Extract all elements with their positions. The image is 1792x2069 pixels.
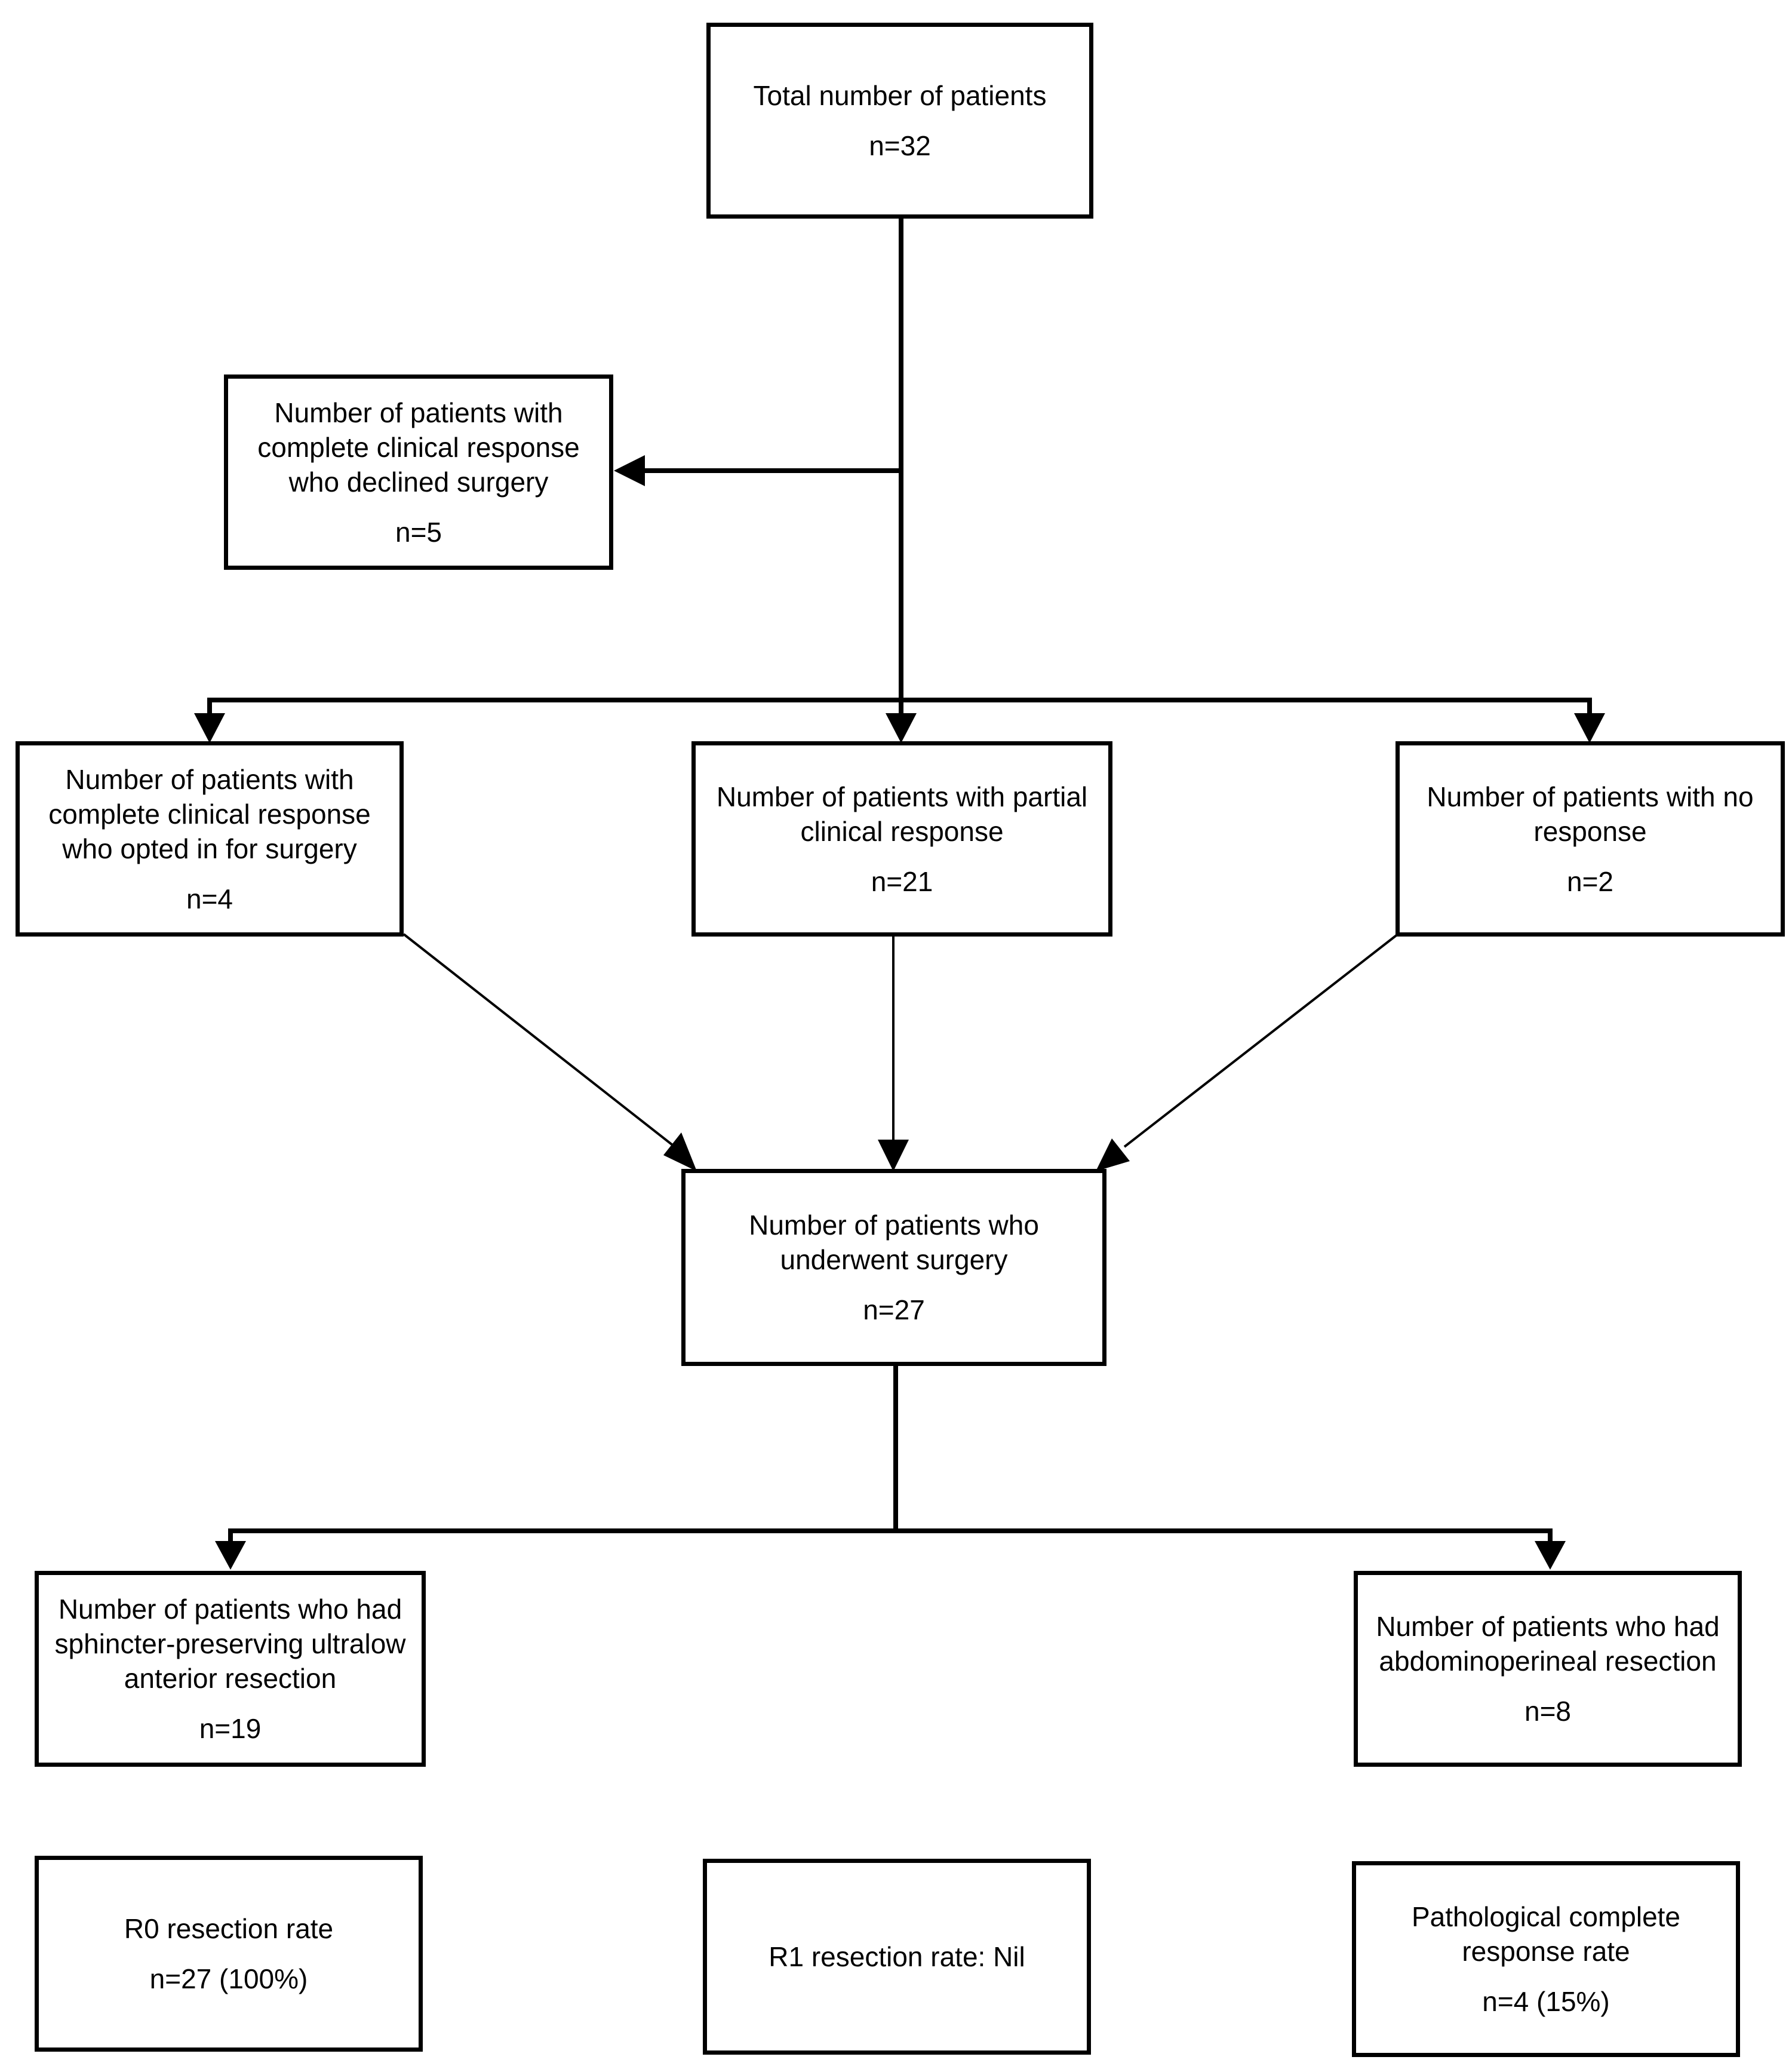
declined-surgery-label: Number of patients with complete clinica…: [257, 397, 580, 498]
abdominoperineal-resection-count: n=8: [1524, 1696, 1572, 1727]
pathological-response-count: n=4 (15%): [1482, 1986, 1610, 2017]
arrowhead-merge-opted: [663, 1132, 697, 1171]
opted-in-surgery-count: n=4: [186, 883, 233, 914]
opted-in-surgery-box: Number of patients with complete clinica…: [16, 741, 404, 937]
arrowhead-declined: [614, 455, 645, 486]
total-patients-box: Total number of patients n=32: [706, 23, 1093, 219]
underwent-surgery-label: Number of patients who underwent surgery: [749, 1210, 1039, 1275]
opted-in-surgery-label: Number of patients with complete clinica…: [48, 763, 371, 864]
partial-response-box: Number of patients with partial clinical…: [691, 741, 1112, 937]
arrowhead-noresp: [1574, 713, 1605, 743]
ultralow-resection-label: Number of patients who had sphincter-pre…: [54, 1594, 406, 1694]
arrowhead-apr: [1535, 1541, 1566, 1570]
merge-noresp-line: [1123, 933, 1399, 1148]
pathological-response-box: Pathological complete response rate n=4 …: [1352, 1861, 1740, 2057]
arrowhead-partial: [886, 713, 917, 743]
no-response-label: Number of patients with no response: [1427, 781, 1754, 847]
abdominoperineal-resection-box: Number of patients who had abdominoperin…: [1354, 1571, 1742, 1767]
merge-opted-line: [402, 933, 676, 1148]
arrowhead-ultralow: [215, 1541, 246, 1570]
partial-response-count: n=21: [871, 865, 933, 897]
r1-resection-box: R1 resection rate: Nil: [703, 1859, 1091, 2055]
r0-resection-box: R0 resection rate n=27 (100%): [35, 1856, 423, 2052]
no-response-count: n=2: [1566, 865, 1614, 897]
ultralow-resection-box: Number of patients who had sphincter-pre…: [35, 1571, 426, 1767]
arrowhead-merge-noresp: [1096, 1138, 1130, 1171]
no-response-box: Number of patients with no response n=2: [1396, 741, 1785, 937]
declined-surgery-box: Number of patients with complete clinica…: [224, 374, 613, 570]
arrowhead-opted: [194, 713, 225, 743]
underwent-surgery-box: Number of patients who underwent surgery…: [681, 1169, 1106, 1366]
total-patients-count: n=32: [869, 130, 931, 161]
arrowhead-merge-partial: [878, 1140, 909, 1171]
pathological-response-label: Pathological complete response rate: [1411, 1901, 1681, 1967]
r1-resection-label: R1 resection rate: Nil: [769, 1941, 1025, 1972]
r0-resection-count: n=27 (100%): [149, 1963, 308, 1994]
underwent-surgery-count: n=27: [863, 1294, 925, 1325]
declined-surgery-count: n=5: [395, 516, 442, 548]
abdominoperineal-resection-label: Number of patients who had abdominoperin…: [1376, 1611, 1720, 1677]
partial-response-label: Number of patients with partial clinical…: [716, 781, 1088, 847]
total-patients-label: Total number of patients: [753, 80, 1047, 111]
ultralow-resection-count: n=19: [199, 1713, 262, 1744]
r0-resection-label: R0 resection rate: [124, 1913, 334, 1944]
